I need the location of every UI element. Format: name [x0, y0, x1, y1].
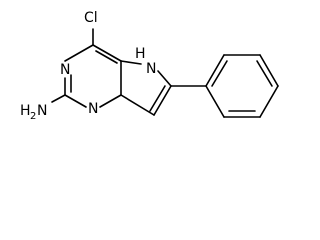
atom-amine-subscript: 2 [30, 111, 36, 122]
atom-n-lower: N [88, 101, 98, 117]
pyrimidine-ring [51, 28, 122, 108]
phenyl-bond-3-double [256, 60, 273, 87]
bond-c6-c7 [153, 85, 172, 116]
phenyl-bond-6 [205, 85, 225, 118]
bond-c2-nh2 [51, 94, 66, 103]
bond-c4a-n5 [120, 60, 142, 65]
phenyl-bond-4 [259, 85, 279, 118]
phenyl-ring [170, 54, 279, 118]
bond-c4-c4a [92, 44, 122, 62]
pyrrole-ring [120, 60, 172, 116]
atom-pyrrole-h: H [135, 46, 146, 62]
bond-c4-c4a-double [95, 50, 118, 64]
atom-amine-h: H [20, 103, 31, 119]
bond-c4-n3 [64, 44, 94, 62]
atom-n-upper: N [60, 62, 70, 78]
bond-c2-n1 [64, 94, 87, 108]
bond-c7-c7a [120, 94, 155, 116]
atom-amine-n: N [37, 103, 47, 119]
atom-chlorine: Cl [84, 10, 98, 26]
phenyl-bond-1-double [211, 60, 228, 87]
bond-n5-c6 [157, 70, 172, 87]
phenyl-bond-1 [205, 54, 225, 87]
atom-pyrrole-n: N [146, 61, 156, 77]
bond-n1-c7a [99, 94, 122, 108]
phenyl-bond-3 [259, 54, 279, 87]
bond-c6-c7-double [149, 85, 166, 112]
molecule-structure: Cl H N N N H 2 N [20, 10, 279, 122]
